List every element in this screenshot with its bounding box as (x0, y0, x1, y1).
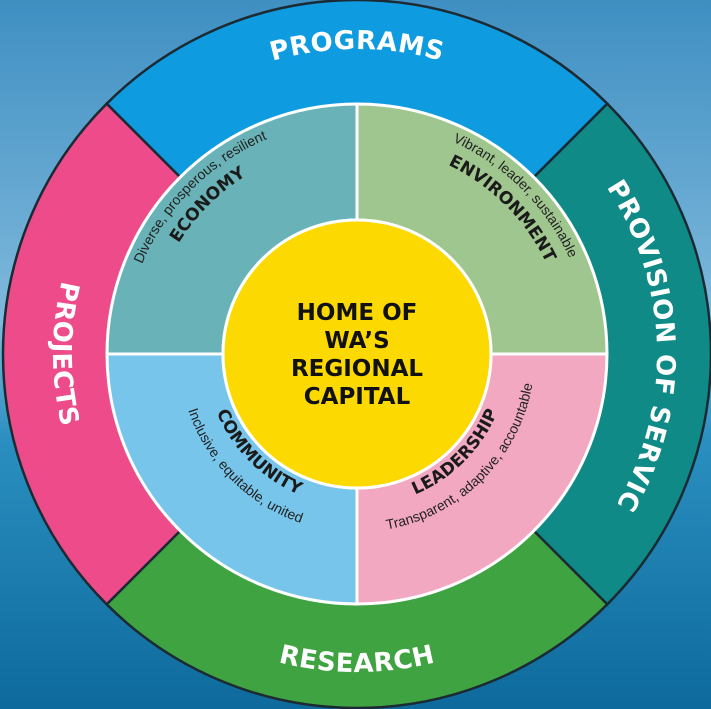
center-text-line: REGIONAL (291, 356, 423, 382)
center-text-line: CAPITAL (304, 384, 411, 410)
center-circle (221, 218, 493, 490)
center-text-line: HOME OF (297, 300, 418, 326)
center-text-line: WA’S (324, 328, 389, 354)
